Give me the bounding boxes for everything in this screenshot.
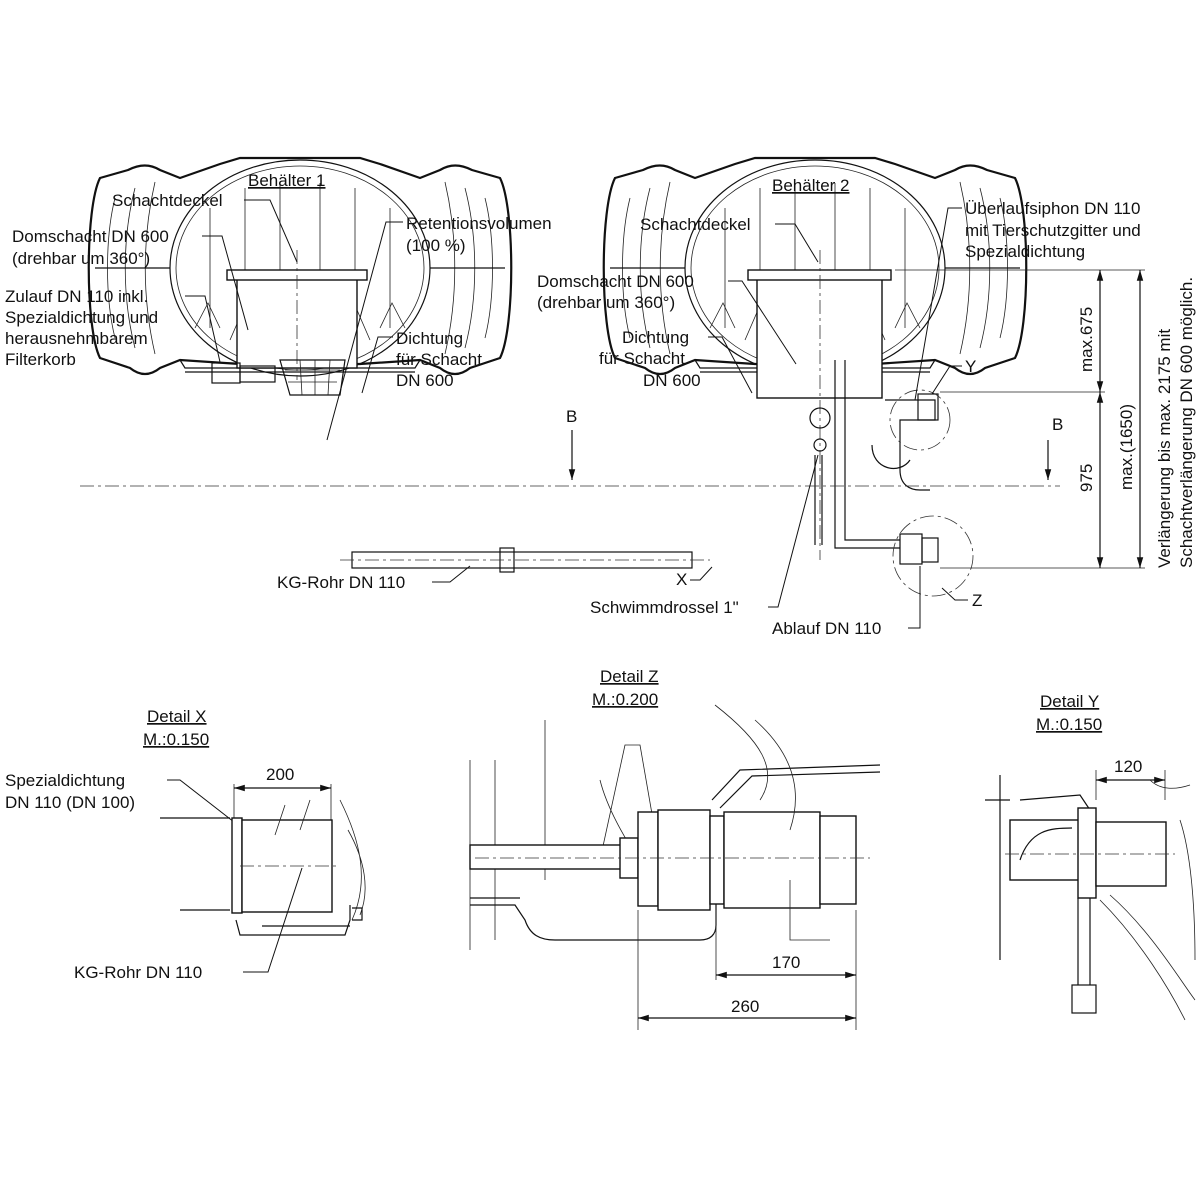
- ext-note-line1: Verlängerung bis max. 2175 mit: [1155, 329, 1174, 568]
- dim-max675: max.675: [1077, 307, 1096, 372]
- section-b-left: B: [566, 407, 577, 426]
- detail-z: Detail Z M.:0.200 170 260: [469, 667, 881, 1030]
- t2-dichtung-label-1: Dichtung: [622, 328, 689, 347]
- schwimmdrossel-label: Schwimmdrossel 1": [590, 598, 739, 617]
- t1-retention-label-2: (100 %): [406, 236, 466, 255]
- dimensions-right: max.675 975 max.(1650) Verlängerung bis …: [895, 269, 1196, 569]
- t1-zulauf-label-1: Zulauf DN 110 inkl.: [5, 287, 148, 306]
- detail-x-title: Detail X: [147, 707, 207, 726]
- detail-z-scale: M.:0.200: [592, 690, 658, 709]
- tank-2: [602, 156, 1028, 565]
- t1-retention-label-1: Retentionsvolumen: [406, 214, 552, 233]
- t1-domschacht-label-2: (drehbar um 360°): [12, 249, 150, 268]
- tank1-title: Behälter 1: [248, 171, 326, 190]
- tank2-title: Behälter 2: [772, 176, 850, 195]
- t1-dichtung-label-2: für Schacht: [396, 350, 482, 369]
- t2-dichtung-label-2: für Schacht: [599, 349, 685, 368]
- detail-x: Detail X M.:0.150 Spezialdichtung DN 110…: [5, 707, 366, 982]
- t2-domschacht-label-1: Domschacht DN 600: [537, 272, 694, 291]
- overflow-label-1: Überlaufsiphon DN 110: [965, 199, 1140, 218]
- detail-y-scale: M.:0.150: [1036, 715, 1102, 734]
- overflow-label-2: mit Tierschutzgitter und: [965, 221, 1141, 240]
- detail-x-scale: M.:0.150: [143, 730, 209, 749]
- overflow-label-3: Spezialdichtung: [965, 242, 1085, 261]
- kg-rohr-label: KG-Rohr DN 110: [277, 573, 405, 592]
- t2-domschacht-label-2: (drehbar um 360°): [537, 293, 675, 312]
- tank-1: [87, 156, 513, 396]
- filter-basket: [279, 359, 346, 396]
- marker-y: Y: [965, 357, 976, 376]
- float: [809, 407, 831, 429]
- t1-dichtung-label-1: Dichtung: [396, 329, 463, 348]
- t1-schachtdeckel-label: Schachtdeckel: [112, 191, 223, 210]
- kg-pipe: [340, 547, 710, 573]
- detail-z-dim-170: 170: [772, 953, 800, 972]
- marker-x: X: [676, 570, 687, 589]
- ablauf-label: Ablauf DN 110: [772, 619, 881, 638]
- marker-z: Z: [972, 591, 982, 610]
- tank2-shaft: [756, 277, 883, 399]
- t1-dichtung-label-3: DN 600: [396, 371, 454, 390]
- detail-z-title: Detail Z: [600, 667, 659, 686]
- overflow-siphon: [885, 399, 936, 491]
- dim-975: 975: [1077, 464, 1096, 492]
- detail-x-pipe-label: KG-Rohr DN 110: [74, 963, 202, 982]
- t1-zulauf-label-2: Spezialdichtung und: [5, 308, 158, 327]
- t1-zulauf-label-3: herausnehmbarem: [5, 329, 148, 348]
- detail-z-dim-260: 260: [731, 997, 759, 1016]
- ext-note-line2: Schachtverlängerung DN 600 möglich.: [1177, 277, 1196, 568]
- detail-y-dim-120: 120: [1114, 757, 1142, 776]
- detail-y-marker-circle: [889, 389, 951, 451]
- detail-x-seal-label-1: Spezialdichtung: [5, 771, 125, 790]
- section-b-right: B: [1052, 415, 1063, 434]
- detail-x-dim-200: 200: [266, 765, 294, 784]
- detail-x-seal-label-2: DN 110 (DN 100): [5, 793, 135, 812]
- detail-y-title: Detail Y: [1040, 692, 1099, 711]
- dim-max1650: max.(1650): [1117, 404, 1136, 490]
- t1-zulauf-label-4: Filterkorb: [5, 350, 76, 369]
- t2-dichtung-label-3: DN 600: [643, 371, 701, 390]
- detail-z-marker-circle: [892, 515, 974, 597]
- t2-schachtdeckel-label: Schachtdeckel: [640, 215, 751, 234]
- tank2-shaft-cover: [747, 269, 892, 281]
- detail-y: Detail Y M.:0.150 120: [985, 692, 1196, 1021]
- t1-domschacht-label-1: Domschacht DN 600: [12, 227, 169, 246]
